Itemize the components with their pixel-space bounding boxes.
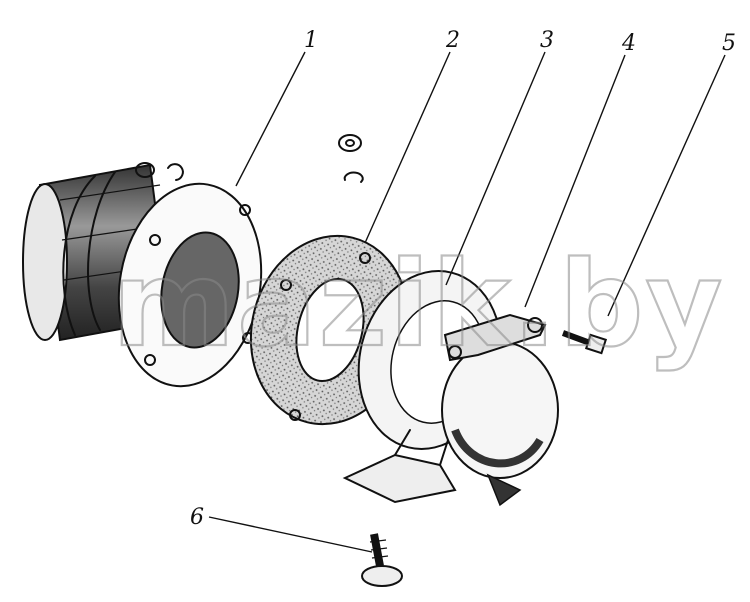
callout-5: 5 [722, 31, 736, 56]
nut-and-washer [135, 134, 364, 183]
callout-3: 3 [540, 28, 554, 53]
watermark-text: mazik.by [112, 235, 724, 373]
motor-body [22, 163, 172, 342]
callout-1: 1 [304, 28, 318, 53]
screw [361, 533, 403, 587]
callout-2: 2 [445, 28, 460, 53]
callout-4: 4 [621, 31, 636, 56]
flange-plate [117, 182, 263, 388]
clamp-and-cover [441, 313, 559, 507]
leader-lines [208, 51, 726, 553]
bolt [561, 330, 608, 355]
callout-6: 6 [190, 505, 204, 530]
